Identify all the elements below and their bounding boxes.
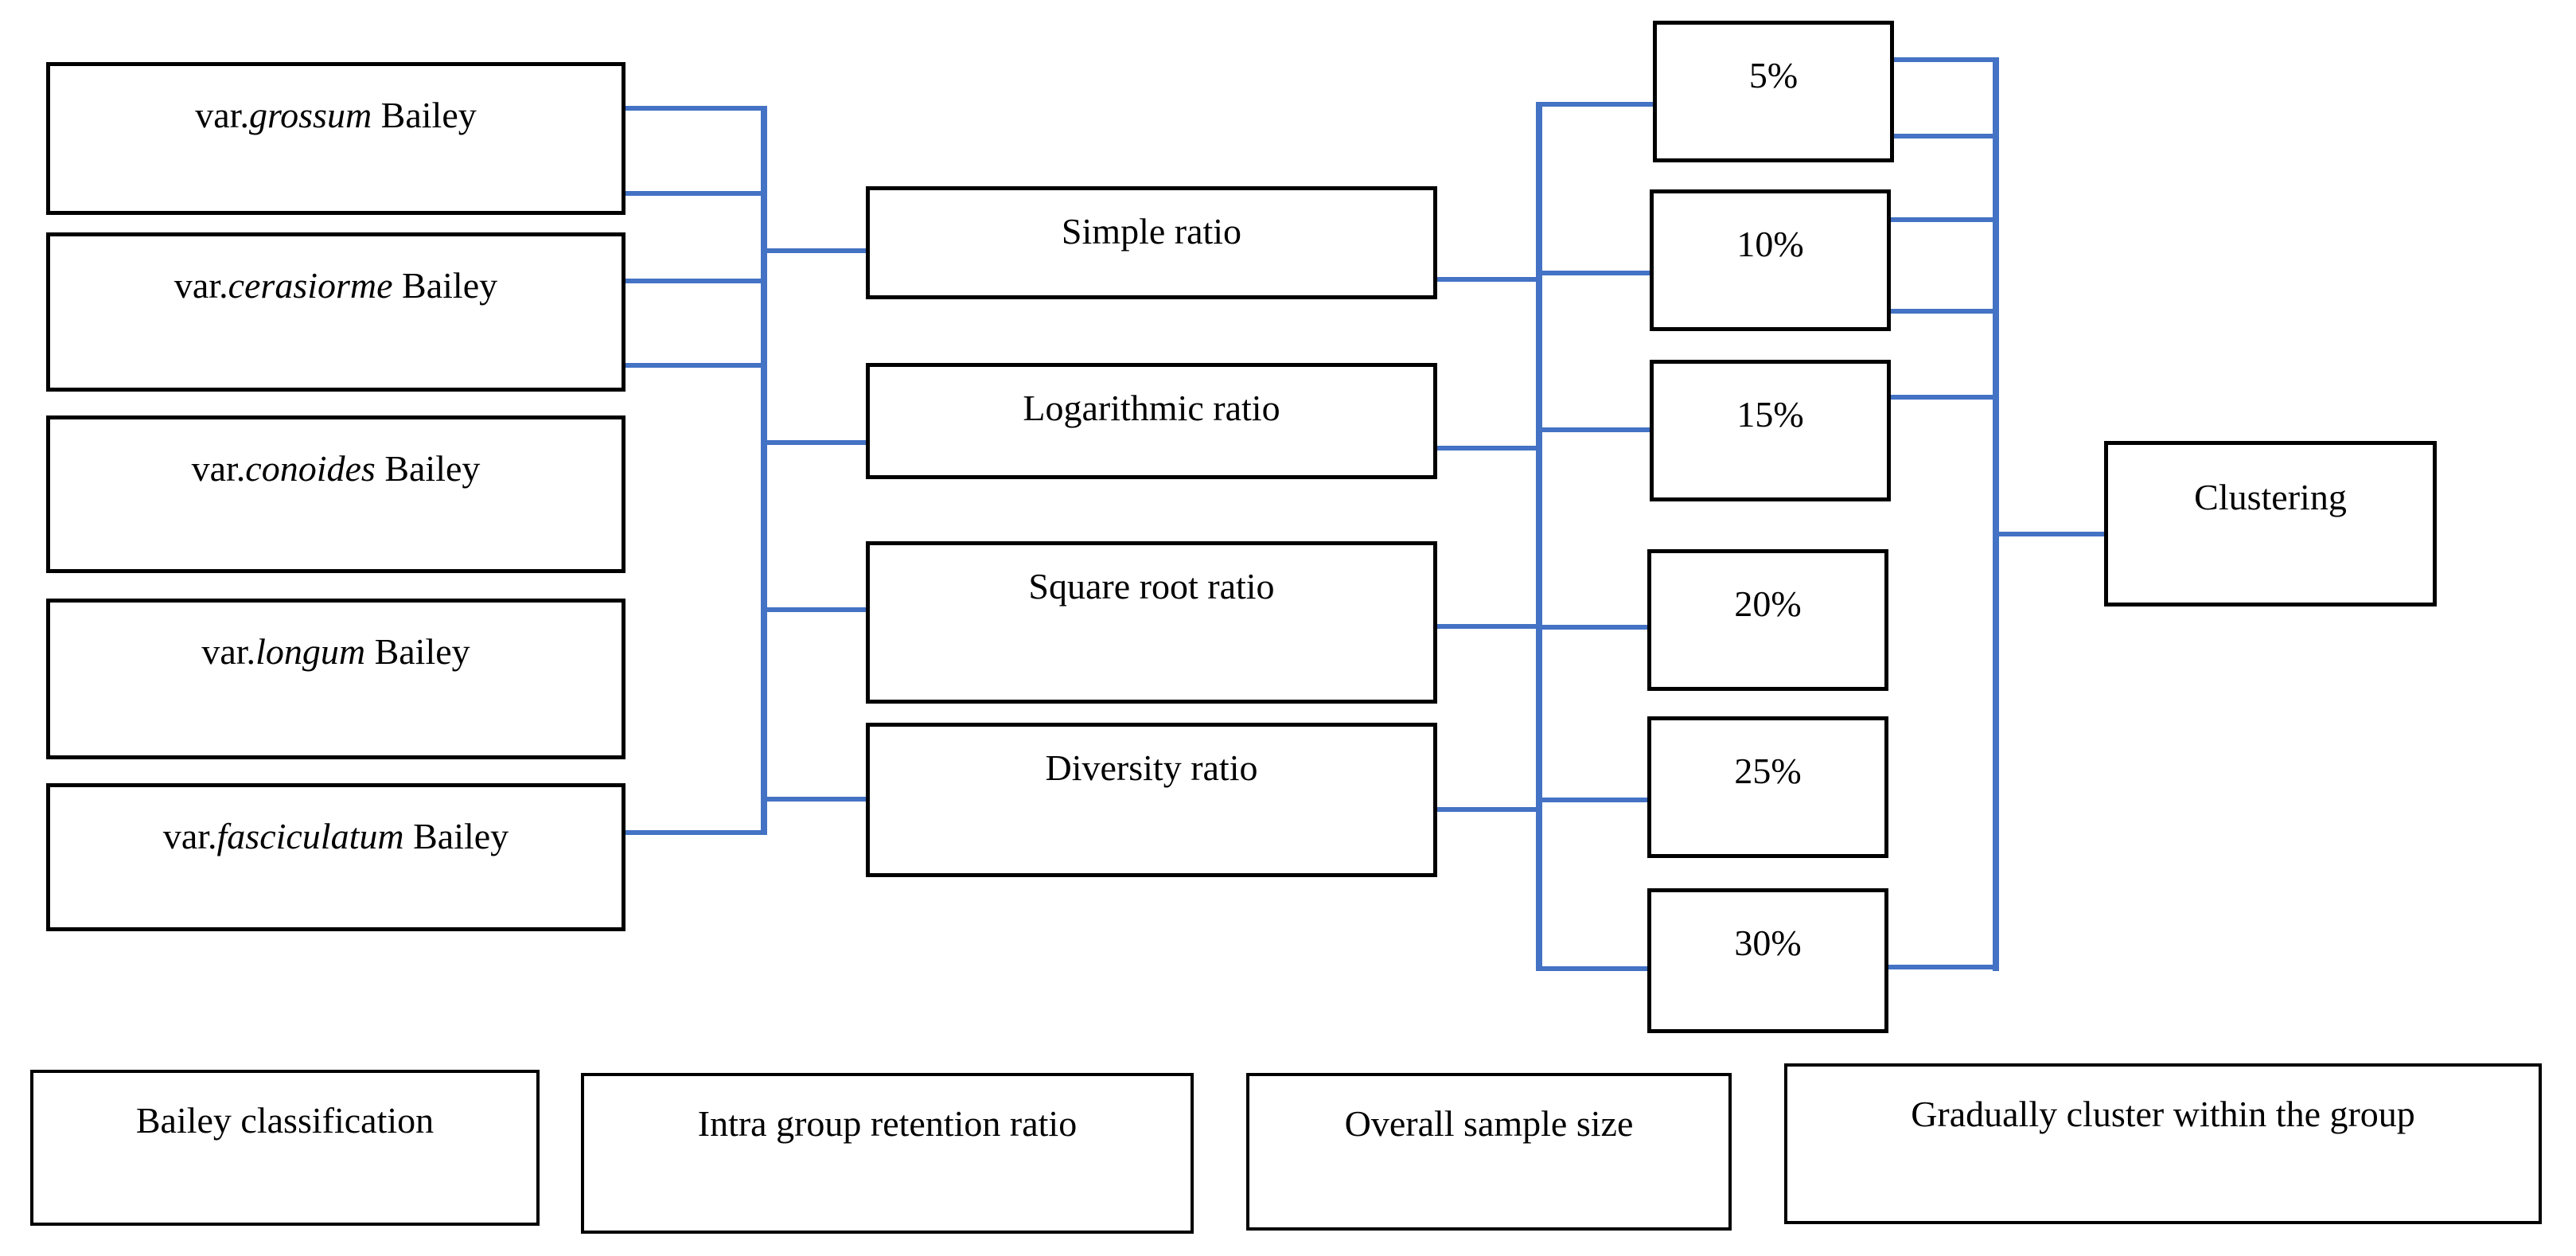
node-sample-size-15[interactable]: 15% xyxy=(1650,360,1891,501)
connector-ratio-4 xyxy=(761,797,867,802)
legend-label: Bailey classification xyxy=(135,1100,435,1141)
node-sample-size-10[interactable]: 10% xyxy=(1650,189,1891,331)
node-label: 15% xyxy=(1736,394,1804,435)
legend-bailey-classification: Bailey classification xyxy=(30,1070,540,1226)
node-ratio-square-root[interactable]: Square root ratio xyxy=(866,541,1437,704)
node-ratio-logarithmic[interactable]: Logarithmic ratio xyxy=(866,363,1437,479)
connector-ratio-out-1 xyxy=(1437,277,1542,282)
node-label: Square root ratio xyxy=(1028,566,1275,607)
node-sample-size-20[interactable]: 20% xyxy=(1647,549,1888,691)
node-label: Simple ratio xyxy=(1061,211,1242,252)
node-label: 20% xyxy=(1734,583,1802,624)
legend-gradually-cluster-within-the-group: Gradually cluster within the group xyxy=(1784,1063,2542,1224)
connector-pct-in-2 xyxy=(1536,271,1657,275)
node-ratio-diversity[interactable]: Diversity ratio xyxy=(866,723,1437,877)
node-label: var.cerasiorme Bailey xyxy=(173,265,498,306)
connector-pct-out-1 xyxy=(1892,57,1999,62)
connector-bus-middle xyxy=(1536,102,1542,971)
node-label: 30% xyxy=(1734,922,1802,963)
connector-pct-in-1 xyxy=(1536,102,1657,107)
node-label: Clustering xyxy=(2194,477,2347,517)
connector-pct-out-6 xyxy=(1886,965,1999,969)
node-label: var.longum Bailey xyxy=(201,631,470,672)
connector-pct-out-2 xyxy=(1889,134,1999,138)
legend-label: Gradually cluster within the group xyxy=(1911,1094,2415,1134)
node-label: 25% xyxy=(1734,751,1802,791)
node-label: Logarithmic ratio xyxy=(1023,388,1280,428)
connector-clustering-in xyxy=(1993,532,2106,536)
legend-intra-group-retention-ratio: Intra group retention ratio xyxy=(581,1073,1194,1234)
node-bailey-conoides[interactable]: var.conoides Bailey xyxy=(46,415,625,573)
node-label: 10% xyxy=(1736,224,1804,264)
connector-pct-in-6 xyxy=(1536,966,1652,971)
connector-pct-out-3 xyxy=(1886,217,1999,222)
legend-label: Overall sample size xyxy=(1344,1103,1634,1144)
connector-ratio-1 xyxy=(761,248,867,253)
connector-pct-out-4 xyxy=(1886,309,1999,314)
connector-pct-out-5 xyxy=(1886,395,1999,400)
node-bailey-fasciculatum[interactable]: var.fasciculatum Bailey xyxy=(46,783,625,931)
node-sample-size-30[interactable]: 30% xyxy=(1647,888,1888,1033)
node-label: 5% xyxy=(1748,55,1799,96)
node-label: var.grossum Bailey xyxy=(195,95,477,135)
connector-ratio-out-3 xyxy=(1437,624,1542,629)
node-bailey-longum[interactable]: var.longum Bailey xyxy=(46,599,625,759)
connector-bailey-2 xyxy=(625,191,766,196)
node-ratio-simple[interactable]: Simple ratio xyxy=(866,186,1437,299)
connector-bailey-1 xyxy=(625,106,766,111)
connector-bus-right xyxy=(1993,57,1999,971)
connector-bailey-3 xyxy=(625,279,766,283)
connector-pct-in-5 xyxy=(1536,798,1652,802)
node-label: Diversity ratio xyxy=(1045,747,1258,788)
node-label: var.fasciculatum Bailey xyxy=(162,816,509,856)
node-bailey-grossum[interactable]: var.grossum Bailey xyxy=(46,62,625,215)
connector-bailey-4 xyxy=(625,363,766,368)
node-sample-size-5[interactable]: 5% xyxy=(1653,21,1894,162)
node-sample-size-25[interactable]: 25% xyxy=(1647,716,1888,858)
connector-bus-left xyxy=(761,106,767,835)
connector-ratio-3 xyxy=(761,607,867,612)
node-bailey-cerasiorme[interactable]: var.cerasiorme Bailey xyxy=(46,232,625,392)
connector-bailey-5 xyxy=(625,830,766,835)
legend-overall-sample-size: Overall sample size xyxy=(1246,1073,1732,1231)
node-clustering[interactable]: Clustering xyxy=(2104,441,2437,607)
node-label: var.conoides Bailey xyxy=(191,448,481,489)
connector-ratio-out-2 xyxy=(1437,446,1542,451)
connector-pct-in-4 xyxy=(1536,625,1652,630)
legend-label: Intra group retention ratio xyxy=(697,1103,1078,1144)
connector-pct-in-3 xyxy=(1536,427,1652,432)
connector-ratio-2 xyxy=(761,440,867,445)
connector-ratio-out-4 xyxy=(1437,807,1542,812)
